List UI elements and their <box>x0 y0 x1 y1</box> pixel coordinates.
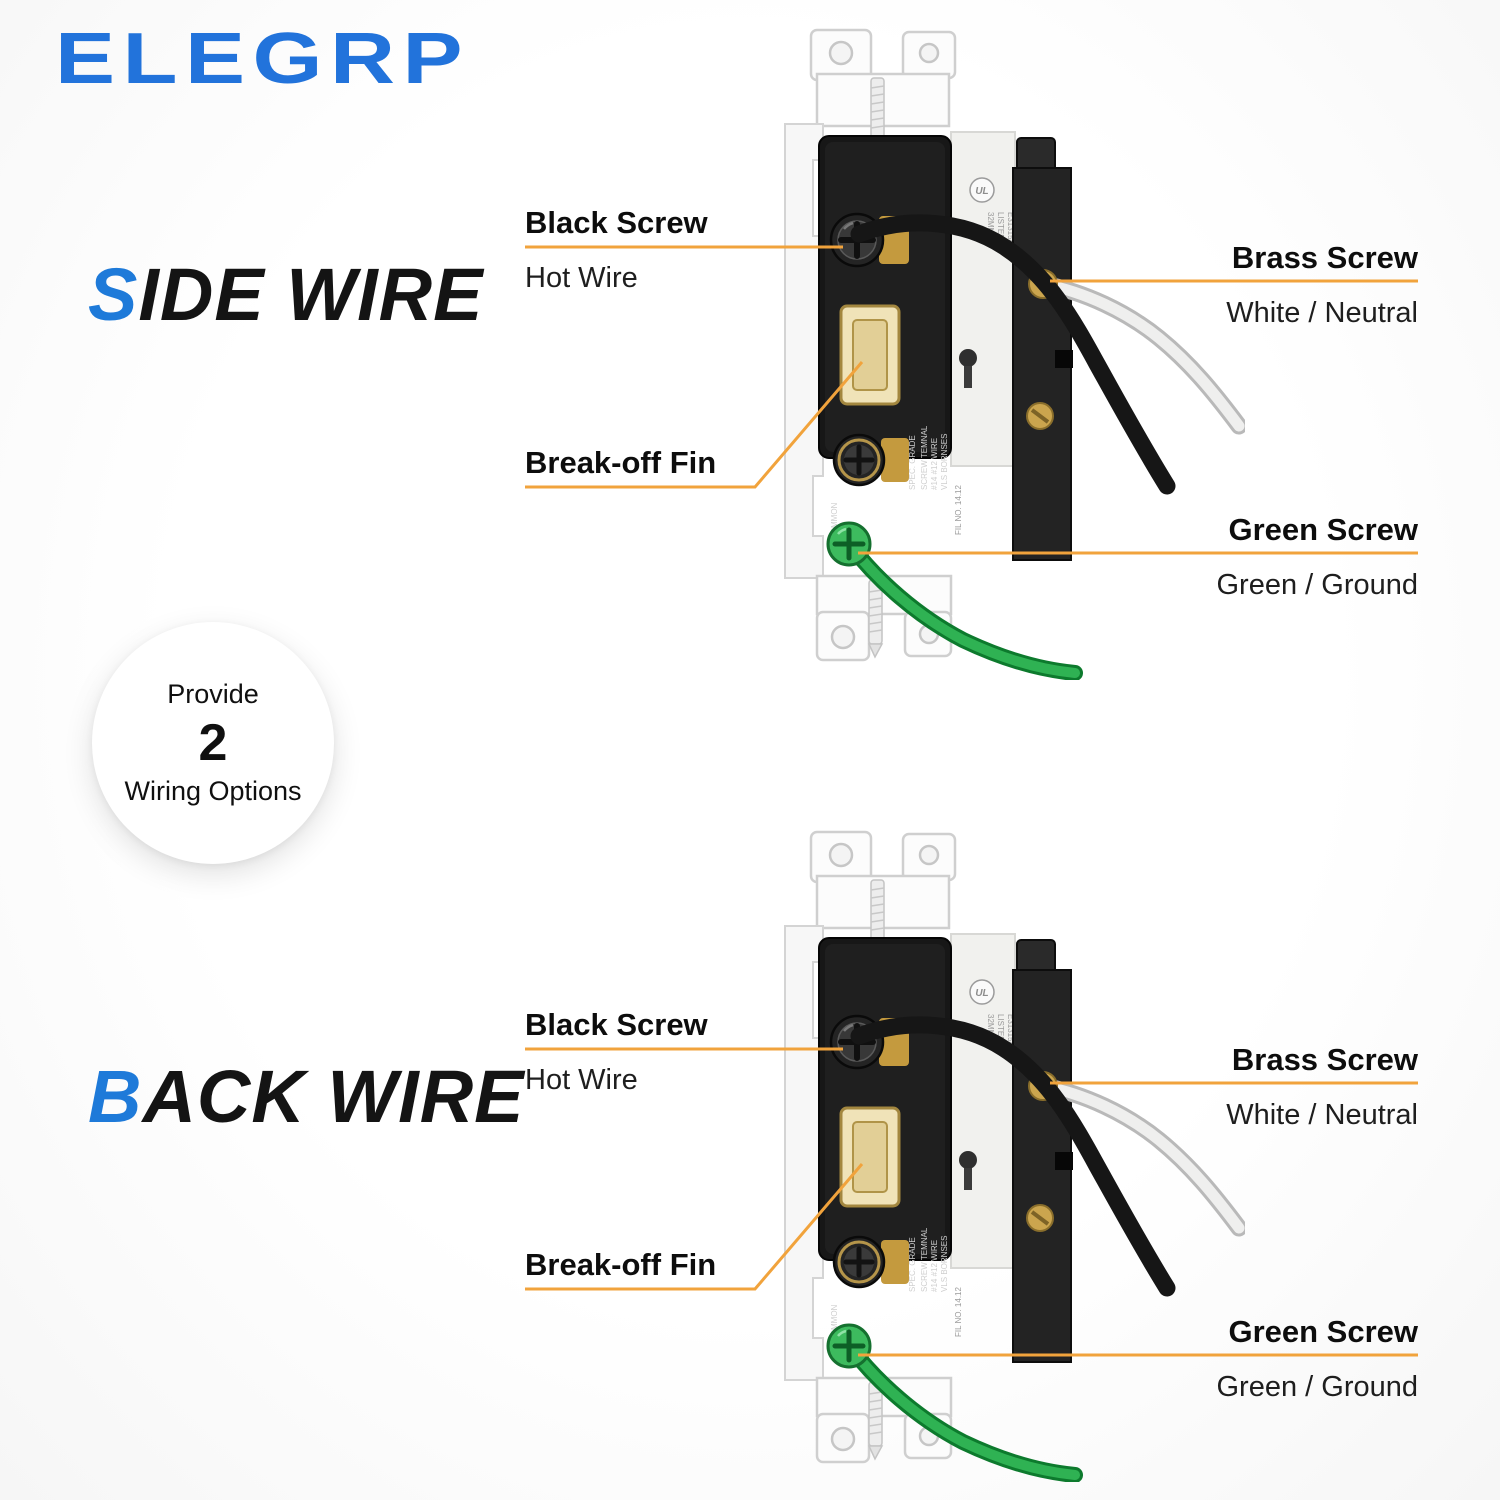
switch-illustration <box>755 822 1245 1482</box>
callout-label: Break-off Fin <box>525 445 717 480</box>
callout-sublabel: Hot Wire <box>525 1063 638 1096</box>
callout-label: Black Screw <box>525 1007 708 1042</box>
callout-break-off-fin: Break-off Fin <box>525 445 716 481</box>
wiring-options-badge: Provide 2 Wiring Options <box>92 622 334 864</box>
badge-top-text: Provide <box>167 679 259 709</box>
callout-sublabel: White / Neutral <box>1226 1098 1418 1131</box>
heading-rest: IDE WIRE <box>138 253 484 336</box>
callout-break-off-fin: Break-off Fin <box>525 1247 716 1283</box>
heading-initial: S <box>88 253 139 336</box>
callout-green-screw: Green Screw Green / Ground <box>1217 512 1419 602</box>
callout-brass-screw: Brass Screw White / Neutral <box>1226 1042 1418 1132</box>
callout-black-screw: Black Screw Hot Wire <box>525 1007 708 1097</box>
heading-initial: B <box>88 1055 143 1138</box>
callout-label: Break-off Fin <box>525 1247 717 1282</box>
callout-sublabel: Hot Wire <box>525 261 638 294</box>
section-heading: SIDE WIRE <box>88 258 483 332</box>
callout-label: Brass Screw <box>1231 240 1418 275</box>
badge-count: 2 <box>198 714 228 772</box>
callout-green-screw: Green Screw Green / Ground <box>1217 1314 1419 1404</box>
heading-rest: ACK WIRE <box>142 1055 525 1138</box>
callout-label: Green Screw <box>1228 1314 1418 1349</box>
brand-logo: ELEGRP <box>55 19 471 99</box>
callout-label: Green Screw <box>1228 512 1418 547</box>
callout-label: Brass Screw <box>1231 1042 1418 1077</box>
callout-label: Black Screw <box>525 205 708 240</box>
switch-illustration <box>755 20 1245 680</box>
callout-sublabel: Green / Ground <box>1216 1370 1419 1403</box>
callout-brass-screw: Brass Screw White / Neutral <box>1226 240 1418 330</box>
badge-bottom-text: Wiring Options <box>124 776 302 806</box>
callout-sublabel: White / Neutral <box>1226 296 1418 329</box>
callout-sublabel: Green / Ground <box>1216 568 1419 601</box>
callout-black-screw: Black Screw Hot Wire <box>525 205 708 295</box>
section-heading: BACK WIRE <box>88 1060 525 1134</box>
